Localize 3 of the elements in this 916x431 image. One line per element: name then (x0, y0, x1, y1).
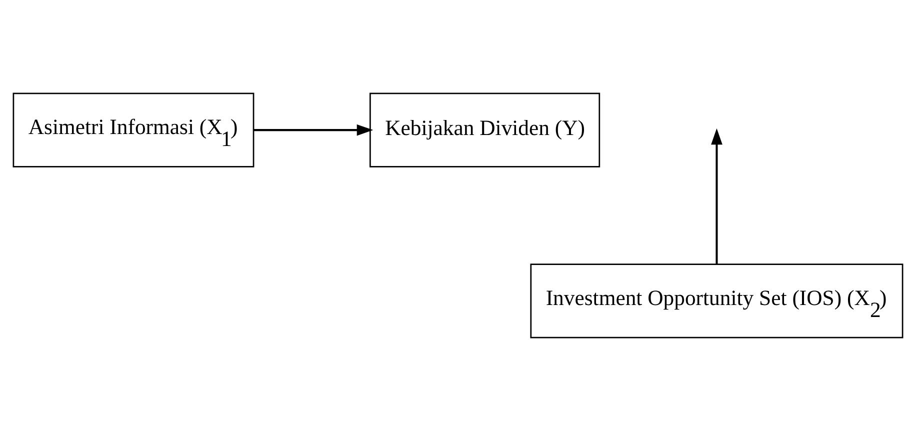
node-box: Kebijakan Dividen (Y) (370, 92, 600, 168)
arrow (711, 128, 722, 264)
arrow (254, 124, 374, 136)
